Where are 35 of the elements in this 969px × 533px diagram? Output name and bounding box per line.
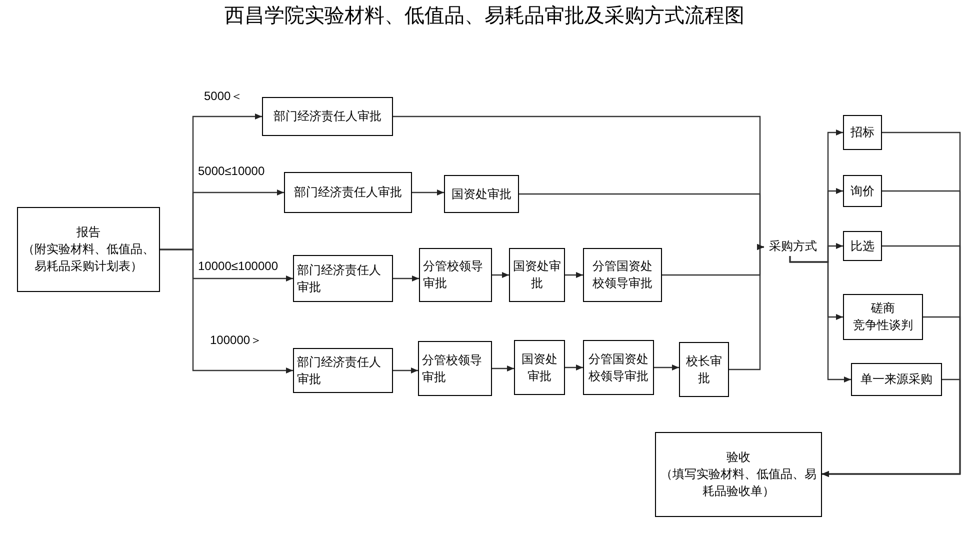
process-box: 报告 （附实验材料、低值品、易耗品采购计划表） — [17, 207, 160, 292]
process-box: 磋商 竞争性谈判 — [843, 294, 923, 340]
connector-arrow — [492, 366, 514, 372]
node-label: 采购方式 — [764, 237, 822, 256]
connector-arrow — [393, 276, 419, 282]
connector-arrow — [565, 364, 583, 370]
process-box: 验收 （填写实验材料、低值品、易耗品验收单） — [655, 432, 822, 517]
process-box: 国资处审批 — [509, 248, 565, 302]
process-box: 部门经济责任人审批 — [293, 348, 393, 393]
process-box: 单一来源采购 — [851, 363, 942, 396]
connector-arrow — [729, 244, 764, 370]
process-box: 国资处审批 — [444, 175, 519, 213]
process-box: 分管国资处校领导审批 — [583, 340, 654, 395]
process-box: 分管校领导审批 — [418, 341, 492, 396]
process-box: 分管国资处校领导审批 — [583, 248, 662, 302]
edge-label: 5000≤10000 — [197, 164, 266, 178]
edge-label: 10000≤100000 — [197, 259, 279, 273]
connector-arrow — [822, 378, 961, 477]
process-box: 部门经济责任人审批 — [284, 172, 412, 213]
connector-arrow — [393, 368, 418, 374]
process-box: 招标 — [843, 115, 882, 150]
process-box: 部门经济责任人审批 — [262, 97, 393, 136]
process-box: 校长审批 — [679, 342, 729, 397]
connector-arrow — [160, 248, 293, 374]
process-box: 分管校领导审批 — [419, 248, 492, 302]
connector-arrow — [412, 190, 444, 196]
connector-arrow — [565, 272, 583, 278]
process-box: 部门经济责任人审批 — [293, 255, 393, 302]
connector-arrow — [789, 256, 851, 382]
process-box: 询价 — [843, 175, 882, 207]
connector-arrow — [492, 272, 509, 278]
process-box: 国资处审批 — [514, 340, 565, 395]
process-box: 比选 — [843, 231, 882, 261]
connector-arrow — [654, 364, 679, 370]
diagram-title: 西昌学院实验材料、低值品、易耗品审批及采购方式流程图 — [224, 4, 746, 29]
